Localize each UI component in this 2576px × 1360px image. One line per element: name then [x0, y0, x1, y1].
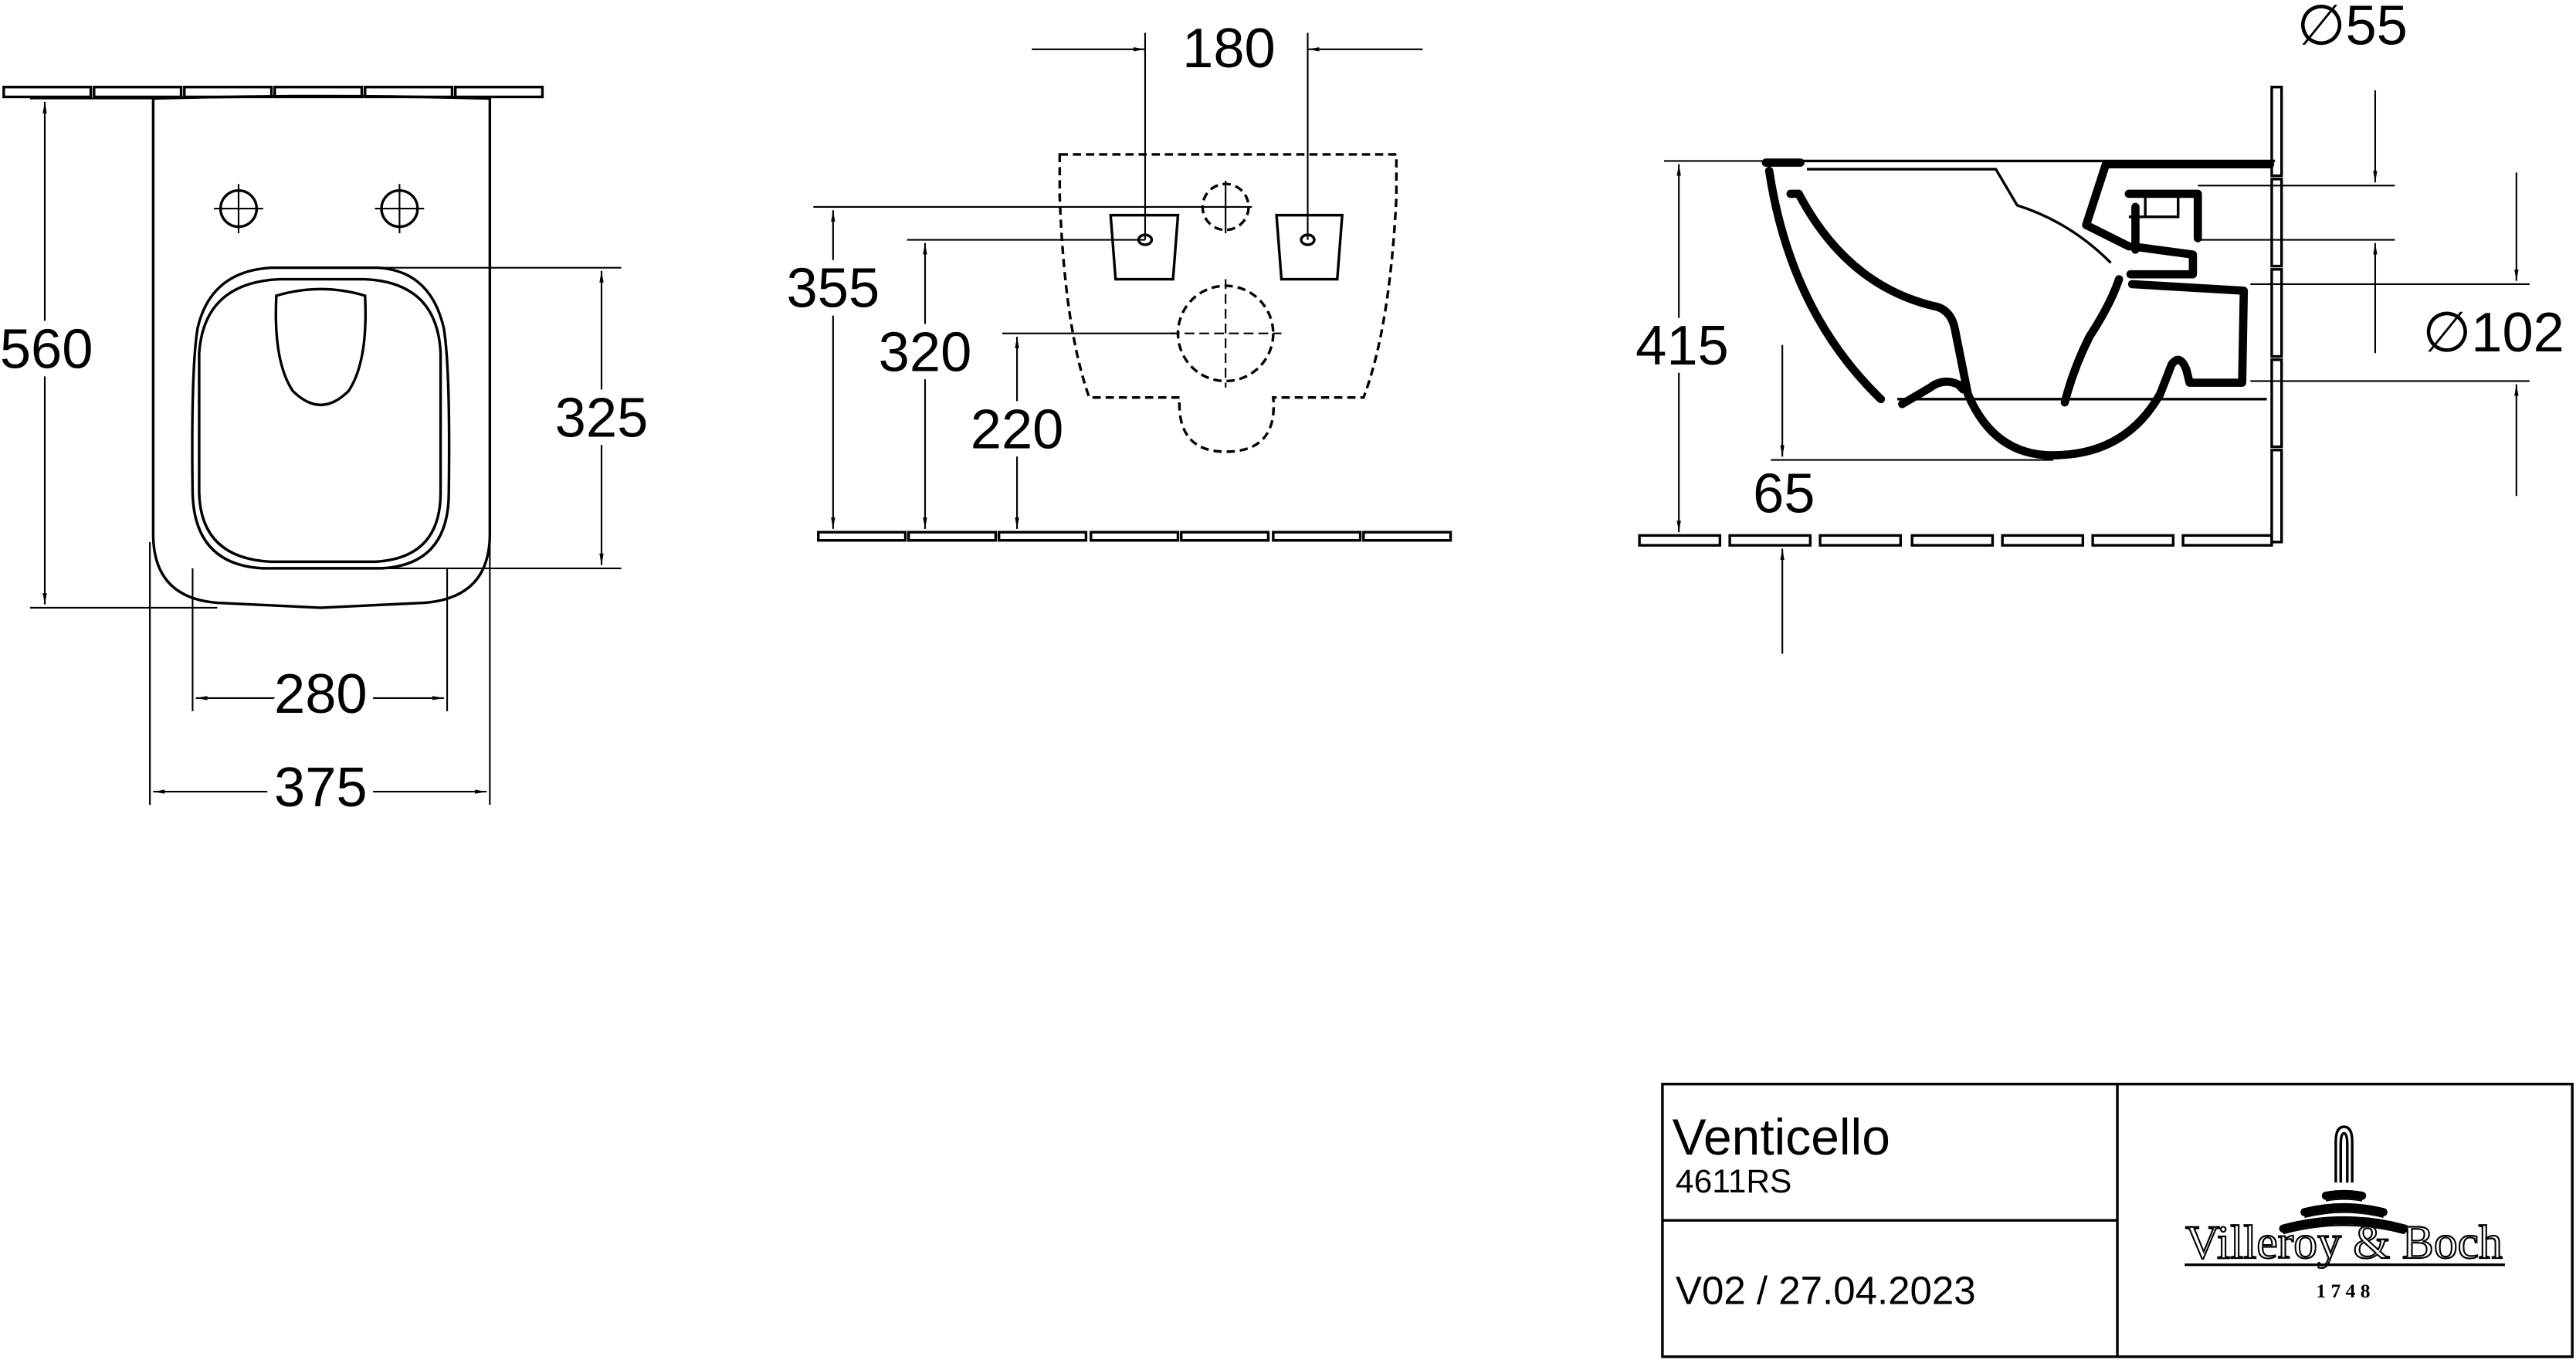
wall-outline-dashed — [1058, 153, 1398, 453]
dim-outlet-diameter: ∅102 — [2422, 302, 2564, 364]
top-view: 560 325 280 375 — [0, 86, 656, 827]
bracket-right — [1275, 213, 1344, 281]
fixing-hole-right — [375, 184, 425, 234]
bowl-outline — [151, 94, 492, 609]
bowl-opening — [274, 287, 368, 406]
wall-view: 180 355 320 220 — [778, 10, 1452, 542]
article-number: 4611RS — [1676, 1163, 1792, 1200]
brand-year: 1748 — [2316, 1280, 2375, 1302]
dim-seat-width: 280 — [274, 663, 368, 725]
wall-strip — [2, 86, 544, 99]
dim-seat-length: 325 — [555, 388, 649, 449]
floor-strip — [1638, 534, 2273, 547]
fixing-hole-left — [214, 184, 263, 234]
side-view: 415 65 ∅55 ∅102 — [1627, 0, 2573, 654]
dim-drain-height: 220 — [971, 399, 1064, 461]
version-date: V02 / 27.04.2023 — [1676, 1269, 1976, 1313]
wall-strip — [2270, 86, 2283, 544]
title-block: Venticello 4611RS V02 / 27.04.2023 Ville… — [1661, 1082, 2574, 1358]
seat-outer — [191, 266, 451, 570]
dim-length: 560 — [0, 318, 93, 380]
brand-logo: Villeroy & Boch 1748 — [2185, 1125, 2505, 1302]
brand-name: Villeroy & Boch — [2185, 1216, 2503, 1269]
dim-bracket-spacing: 180 — [1182, 18, 1276, 80]
dim-height: 415 — [1635, 315, 1729, 377]
dim-outer-width: 375 — [274, 757, 368, 819]
dim-bracket-height: 320 — [879, 322, 972, 384]
product-name: Venticello — [1673, 1108, 1890, 1165]
floor-strip — [817, 531, 1452, 542]
dim-bottom-clearance: 65 — [1753, 463, 1815, 525]
dim-inlet-diameter: ∅55 — [2296, 0, 2407, 56]
toilet-section — [1761, 158, 2276, 460]
fountain-icon — [2279, 1125, 2409, 1235]
dim-upper-hole-height: 355 — [787, 258, 880, 320]
seat-inner — [198, 277, 442, 564]
